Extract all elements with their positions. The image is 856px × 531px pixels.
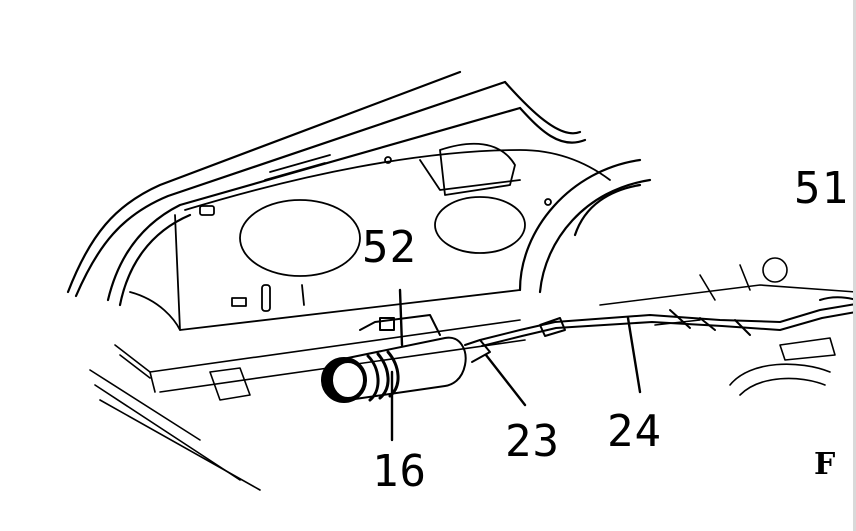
rear-window-outline (66, 70, 587, 307)
callout-23: 23 (505, 416, 560, 467)
trunk-floor (89, 257, 856, 491)
leader-24 (626, 316, 642, 394)
callout-51: 51 (794, 163, 849, 214)
wheel-arch (518, 158, 652, 294)
frame-edge (853, 0, 856, 531)
leader-52 (398, 288, 404, 347)
pipe-line (479, 296, 856, 347)
leader-23 (484, 353, 527, 407)
leader-lines (390, 288, 642, 442)
parcel-shelf-panel (129, 142, 611, 331)
callout-24: 24 (607, 406, 662, 457)
callout-16: 16 (372, 446, 427, 497)
view-letter-f: F (814, 447, 836, 482)
part-16-cylinder (321, 314, 491, 403)
callout-52: 52 (362, 222, 417, 273)
